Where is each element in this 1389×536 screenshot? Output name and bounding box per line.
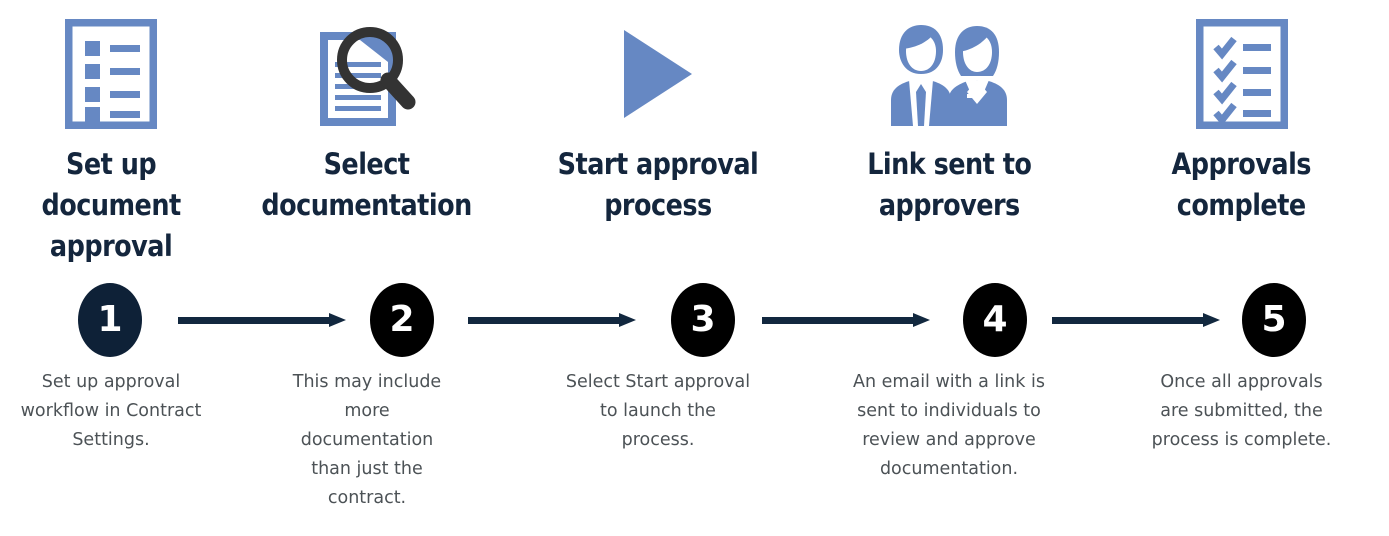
icons-and-headings-row: Set up document approval (0, 0, 1389, 278)
descriptions-row: Set up approval workflow in Contract Set… (0, 368, 1389, 536)
play-triangle-icon (588, 14, 728, 134)
step-number-4-label: 4 (982, 299, 1008, 340)
arrow-shaft (178, 317, 329, 324)
step-number-3[interactable]: 3 (671, 283, 735, 357)
arrow-head (329, 313, 346, 327)
arrow-head (1203, 313, 1220, 327)
step-1-description-cell: Set up approval workflow in Contract Set… (0, 368, 222, 455)
step-2-description-cell: This may include more documentation than… (222, 368, 512, 513)
step-3-description: Select Start approval to launch the proc… (565, 372, 751, 450)
step-4-description: An email with a link is sent to individu… (853, 372, 1045, 479)
step-3-description-cell: Select Start approval to launch the proc… (512, 368, 804, 455)
arrow-2-to-3 (468, 313, 636, 327)
step-number-1-label: 1 (97, 299, 123, 340)
step-4-heading: Link sent to approvers (866, 147, 1032, 222)
step-1-header: Set up document approval (0, 0, 222, 278)
document-search-icon (297, 14, 437, 134)
arrow-3-to-4 (762, 313, 930, 327)
step-1-heading: Set up document approval (41, 147, 181, 263)
step-4-header: Link sent to approvers (804, 0, 1094, 278)
arrow-head (913, 313, 930, 327)
step-4-description-cell: An email with a link is sent to individu… (804, 368, 1094, 484)
two-people-icon (879, 14, 1019, 134)
arrow-shaft (762, 317, 913, 324)
step-number-track: 1 2 3 4 5 (0, 283, 1389, 359)
step-2-heading: Select documentation (261, 147, 473, 222)
step-1-description: Set up approval workflow in Contract Set… (20, 372, 202, 450)
arrow-1-to-2 (178, 313, 346, 327)
step-number-3-label: 3 (690, 299, 716, 340)
step-number-5-label: 5 (1261, 299, 1287, 340)
arrow-shaft (1052, 317, 1203, 324)
step-5-description-cell: Once all approvals are submitted, the pr… (1094, 368, 1389, 455)
step-3-heading: Start approval process (557, 147, 759, 222)
document-checklist-icon (41, 14, 181, 134)
step-3-header: Start approval process (512, 0, 804, 278)
step-number-4[interactable]: 4 (963, 283, 1027, 357)
step-5-header: Approvals complete (1094, 0, 1389, 278)
step-number-2[interactable]: 2 (370, 283, 434, 357)
arrow-head (619, 313, 636, 327)
step-number-2-label: 2 (389, 299, 415, 340)
step-number-5[interactable]: 5 (1242, 283, 1306, 357)
arrow-4-to-5 (1052, 313, 1220, 327)
arrow-shaft (468, 317, 619, 324)
step-5-description: Once all approvals are submitted, the pr… (1151, 372, 1332, 450)
step-5-heading: Approvals complete (1171, 147, 1312, 222)
step-2-header: Select documentation (222, 0, 512, 278)
document-checkmarks-icon (1172, 14, 1312, 134)
step-2-description: This may include more documentation than… (292, 372, 442, 508)
step-number-1[interactable]: 1 (78, 283, 142, 357)
